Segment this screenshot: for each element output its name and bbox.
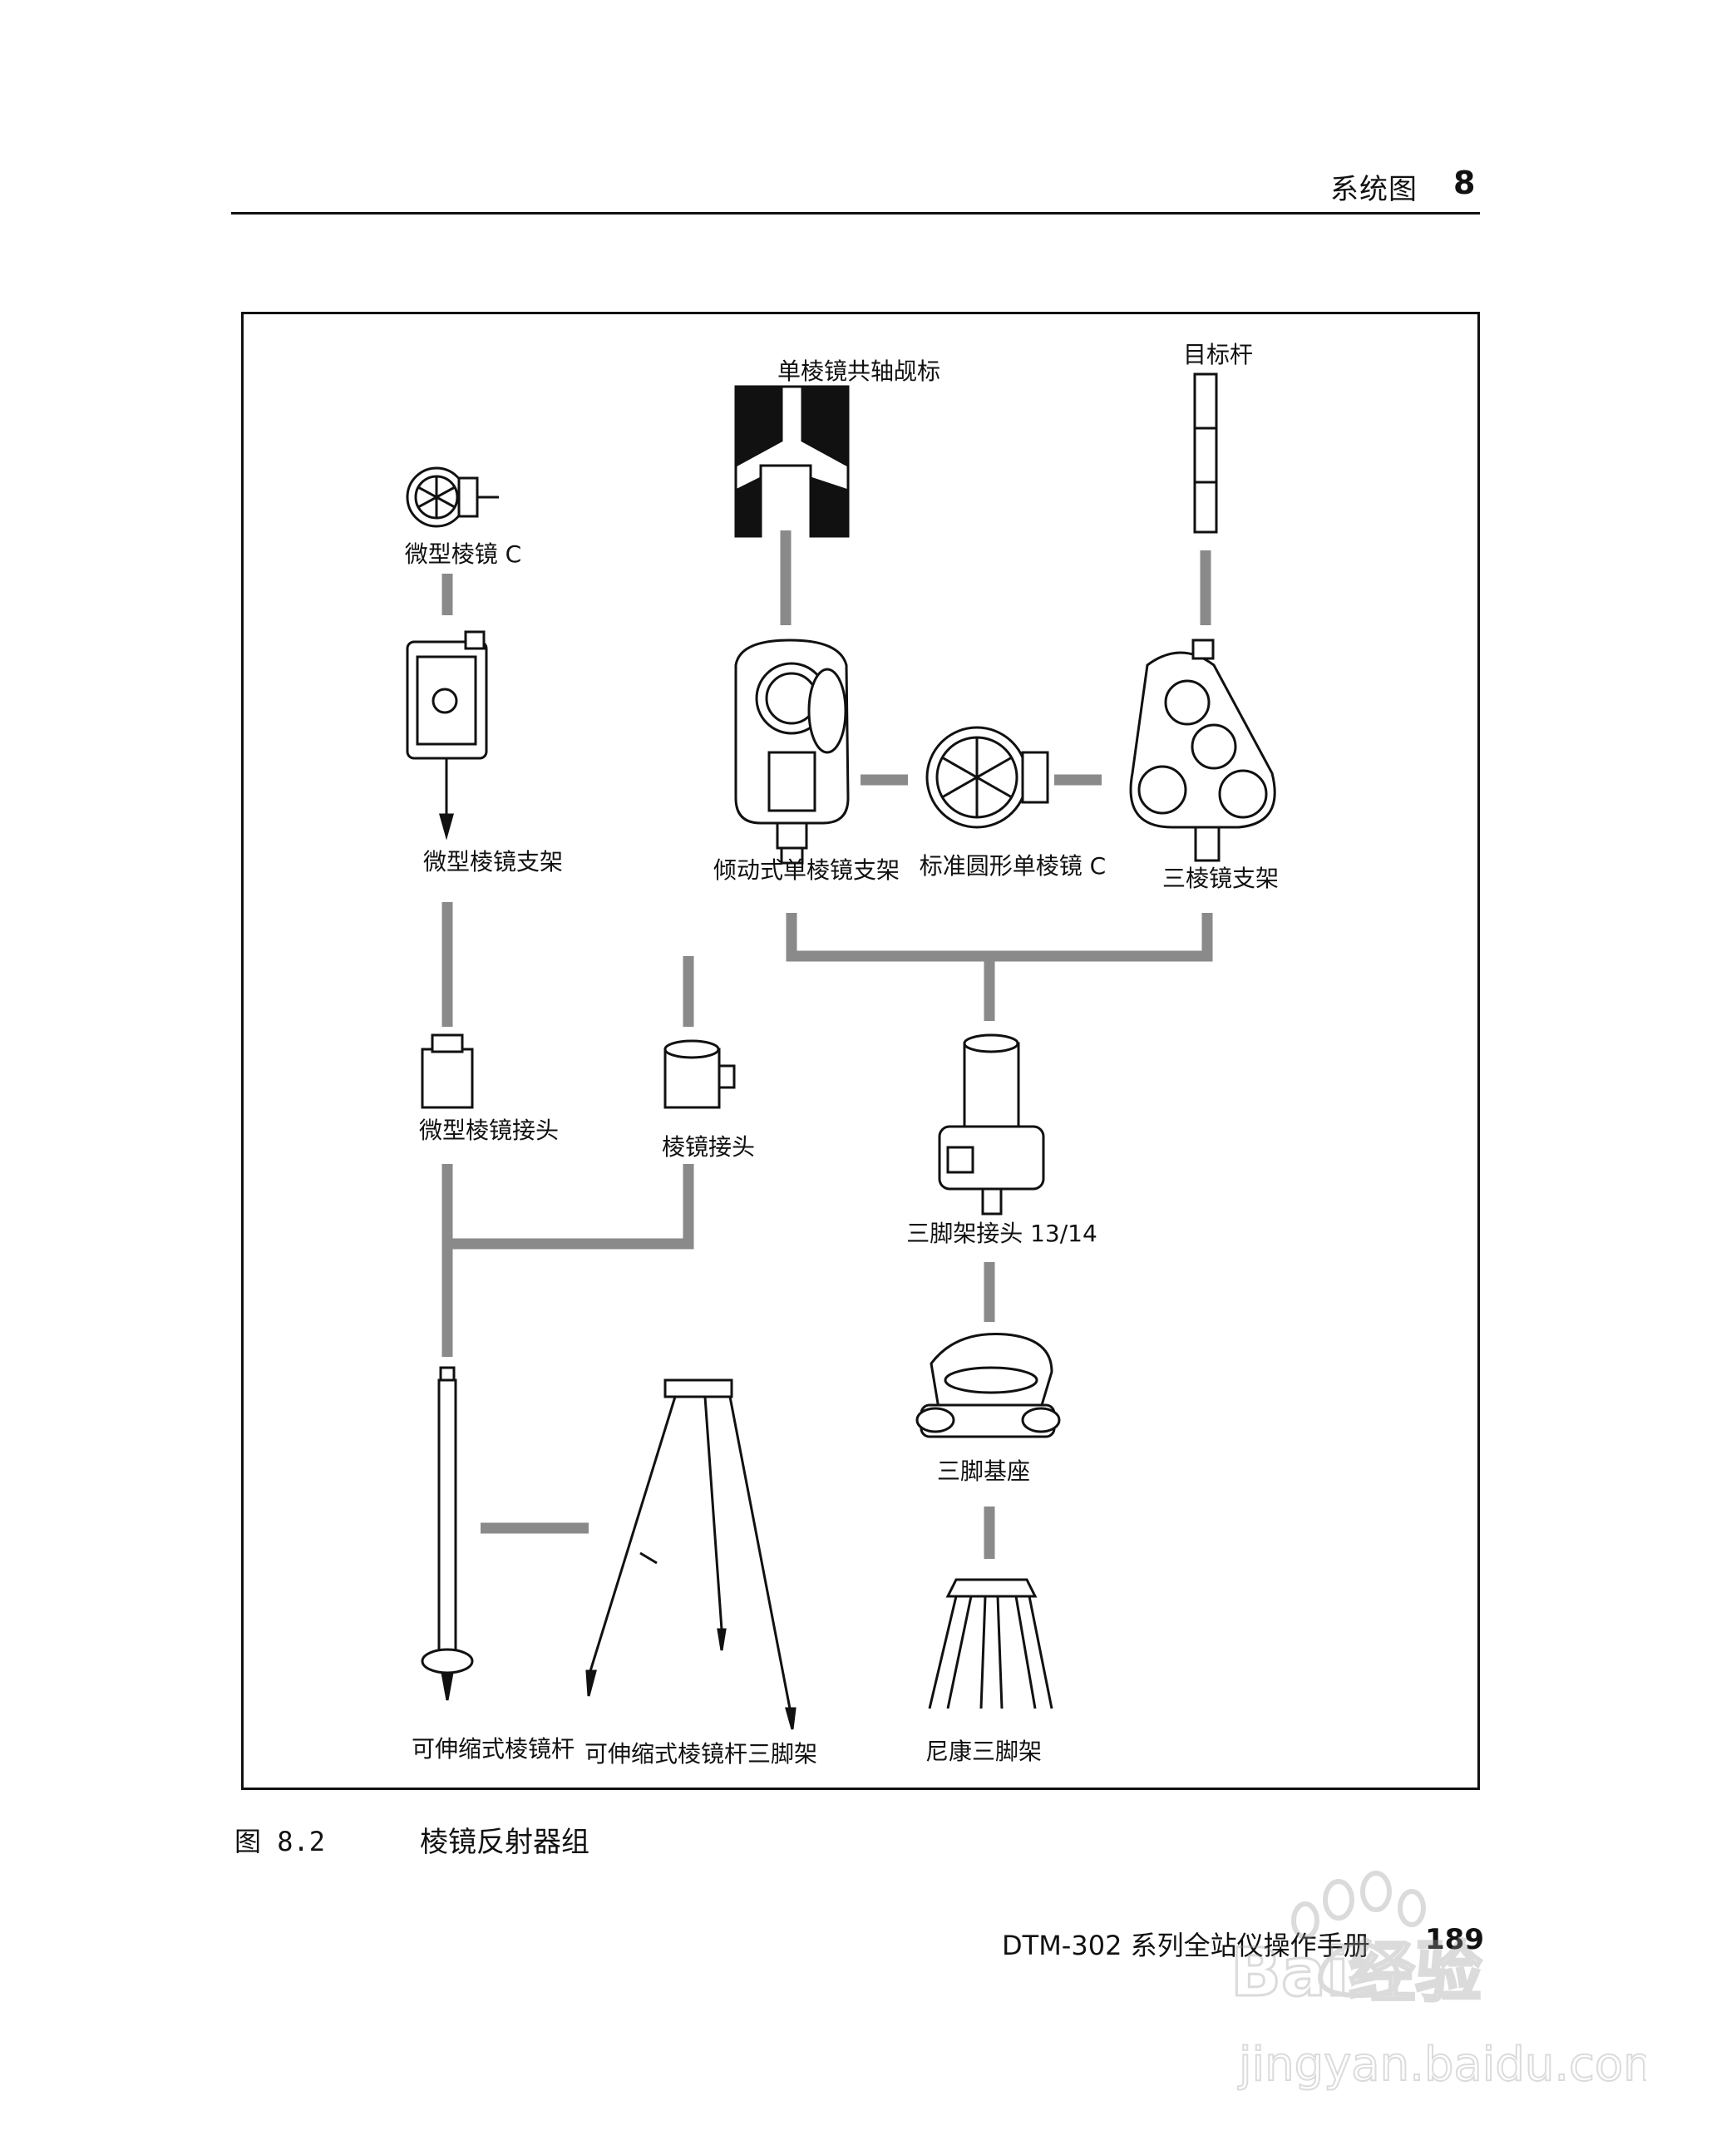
tribrach-icon bbox=[915, 1332, 1061, 1438]
header-rule bbox=[231, 212, 1480, 215]
telescopic-pole-icon bbox=[421, 1366, 474, 1701]
single-prism-target-icon bbox=[734, 385, 850, 538]
label-tribrach: 三脚基座 bbox=[936, 1457, 1031, 1485]
mini-prism-icon bbox=[406, 466, 499, 528]
label-nikon-tripod: 尼康三脚架 bbox=[925, 1738, 1043, 1765]
header-chapter-number: 8 bbox=[1453, 165, 1476, 201]
label-mini-prism-adapter: 微型棱镜接头 bbox=[418, 1117, 560, 1144]
watermark-url: jingyan.baidu.com bbox=[1237, 2038, 1646, 2092]
prism-adapter-icon bbox=[663, 1039, 736, 1109]
label-mini-prism-holder: 微型棱镜支架 bbox=[422, 848, 564, 875]
label-tripod-adapter: 三脚架接头 13/14 bbox=[906, 1220, 1097, 1247]
tripod-adapter-icon bbox=[938, 1033, 1045, 1216]
label-pole-tripod: 可伸缩式棱镜杆三脚架 bbox=[584, 1740, 818, 1768]
label-tilting-prism-holder: 倾动式单棱镜支架 bbox=[713, 856, 900, 884]
label-prism-adapter: 棱镜接头 bbox=[661, 1133, 756, 1161]
figure-title: 棱镜反射器组 bbox=[420, 1826, 589, 1859]
label-telescopic-pole: 可伸缩式棱镜杆 bbox=[411, 1735, 575, 1763]
figure-number: 图 8.2 bbox=[234, 1826, 326, 1857]
pole-tripod-icon bbox=[585, 1378, 796, 1730]
baidu-jingyan-watermark-logo: Bai经验 jingyan.baidu.com bbox=[1230, 1871, 1646, 2093]
footer-page-number: 189 bbox=[1425, 1923, 1484, 1956]
footer-manual-title: DTM-302 系列全站仪操作手册 bbox=[1002, 1930, 1370, 1961]
label-target-rod: 目标杆 bbox=[1182, 341, 1254, 368]
label-standard-round-prism: 标准圆形单棱镜 C bbox=[919, 852, 1107, 880]
diagram-frame bbox=[241, 312, 1480, 1790]
connector-holders-bus bbox=[786, 913, 1213, 962]
label-mini-prism: 微型棱镜 C bbox=[404, 540, 522, 568]
tilting-prism-holder-icon bbox=[734, 639, 850, 865]
mini-prism-holder-icon bbox=[406, 630, 488, 841]
standard-round-prism-icon bbox=[925, 726, 1049, 829]
label-single-prism-target: 单棱镜共轴觇标 bbox=[777, 358, 941, 385]
label-triple-prism-holder: 三棱镜支架 bbox=[1161, 865, 1280, 892]
target-rod-icon bbox=[1193, 372, 1218, 534]
nikon-tripod-icon bbox=[928, 1578, 1053, 1709]
connector-lines bbox=[441, 530, 1213, 1559]
mini-prism-adapter-icon bbox=[421, 1033, 474, 1109]
triple-prism-holder-icon bbox=[1129, 639, 1276, 862]
header-section-title: 系统图 bbox=[1330, 173, 1418, 206]
watermark-logo-text: Bai经验 bbox=[1230, 1934, 1482, 2011]
connector-prism-adapter-to-pole bbox=[447, 1164, 694, 1250]
